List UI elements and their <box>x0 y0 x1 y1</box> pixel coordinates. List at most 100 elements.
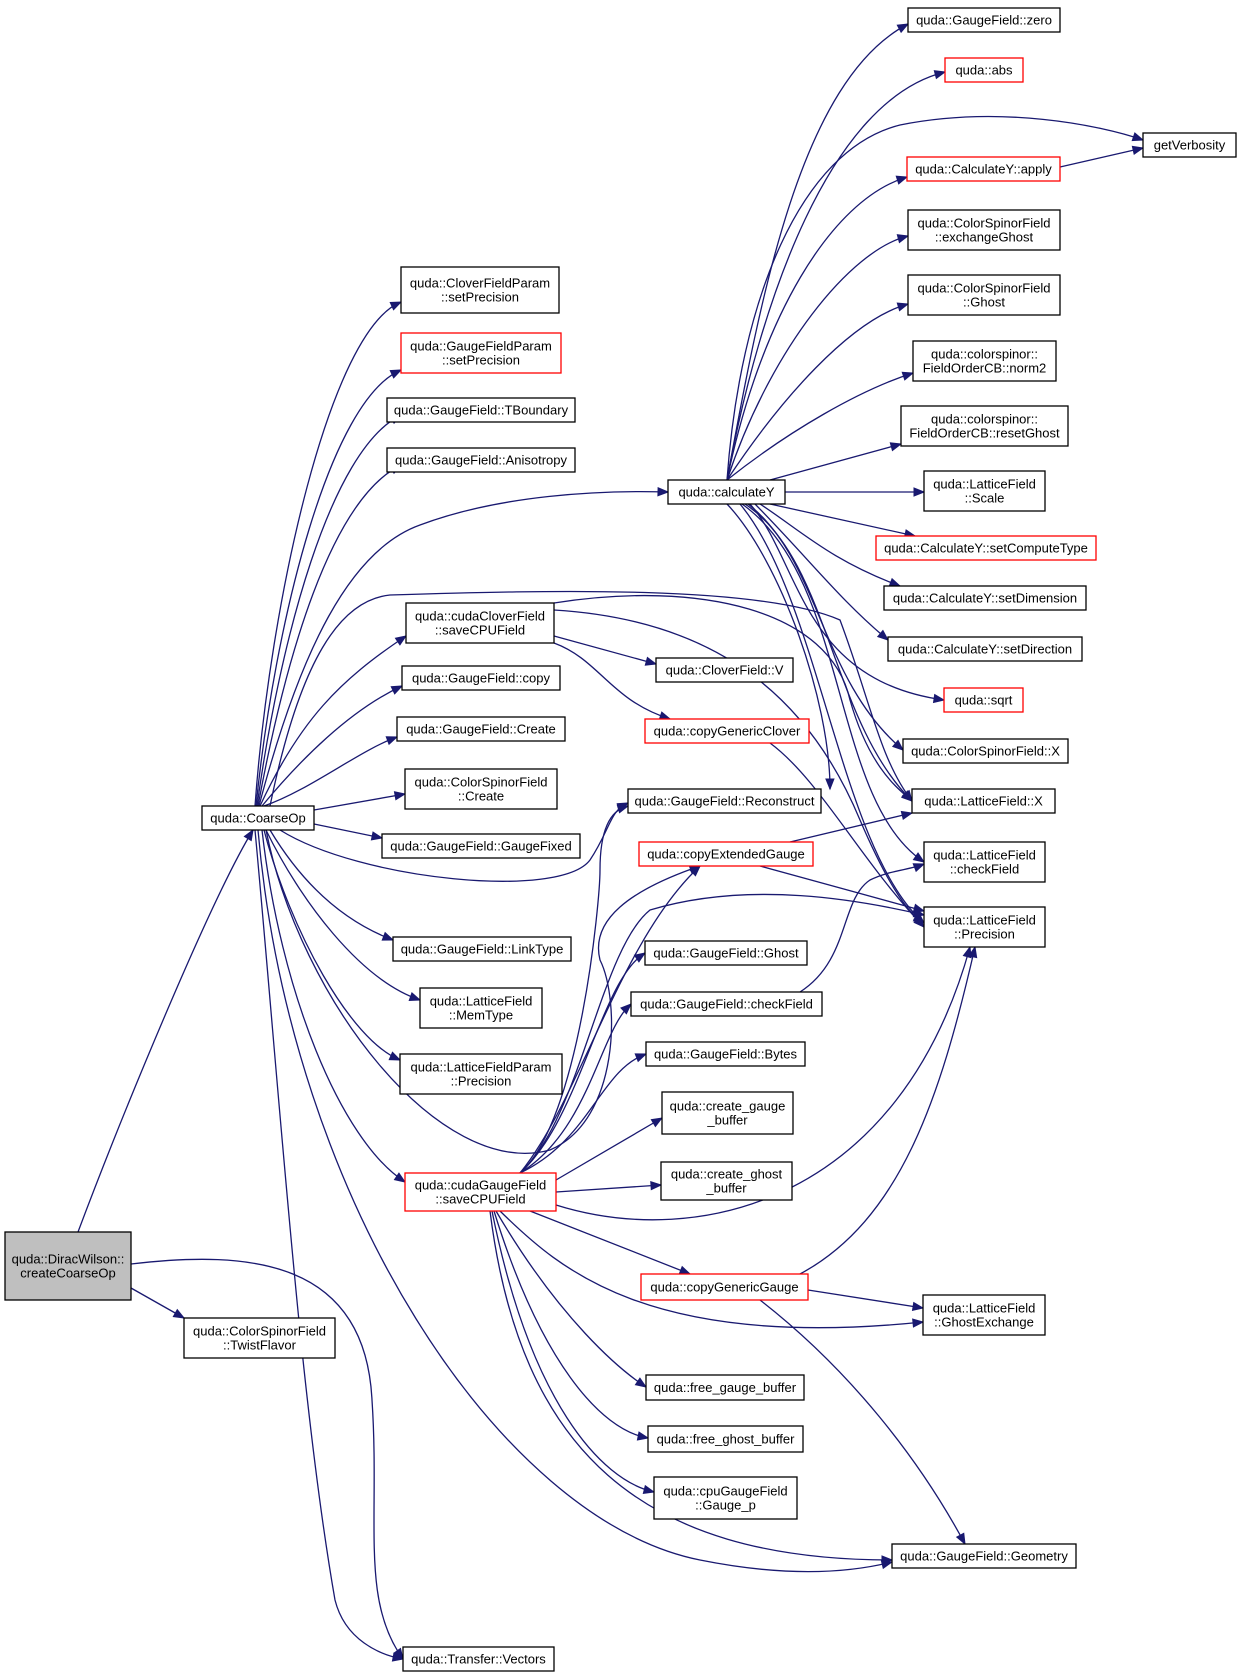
node-box <box>640 1273 809 1301</box>
node-box <box>1142 132 1237 158</box>
arrowhead <box>689 865 701 877</box>
arrowhead <box>393 791 407 801</box>
node-copyextendedgauge[interactable]: quda::copyExtendedGauge <box>638 841 814 867</box>
edge-line <box>759 865 925 912</box>
arrowhead <box>912 908 926 918</box>
node-anisotropy[interactable]: quda::GaugeField::Anisotropy <box>386 447 576 473</box>
edge-line <box>269 829 394 941</box>
node-cpugauge-gauge-p[interactable]: quda::cpuGaugeField::Gauge_p <box>653 1476 798 1520</box>
node-cloverfield-v[interactable]: quda::CloverField::V <box>655 657 794 683</box>
node-focb-norm2[interactable]: quda::colorspinor::FieldOrderCB::norm2 <box>912 340 1057 382</box>
node-twistflavor[interactable]: quda::ColorSpinorField::TwistFlavor <box>183 1317 336 1359</box>
node-lf-precision[interactable]: quda::LatticeField::Precision <box>923 906 1046 948</box>
node-sqrt[interactable]: quda::sqrt <box>943 687 1024 713</box>
node-csf-exchangeghost[interactable]: quda::ColorSpinorField::exchangeGhost <box>907 209 1061 251</box>
node-copygenericclover[interactable]: quda::copyGenericClover <box>644 718 810 744</box>
node-clover-setprec[interactable]: quda::CloverFieldParam::setPrecision <box>400 266 560 314</box>
node-create-gauge-buffer[interactable]: quda::create_gauge_buffer <box>661 1091 794 1135</box>
node-label: ::MemType <box>449 1008 513 1023</box>
node-label: quda::GaugeField::Reconstruct <box>635 794 815 809</box>
node-free-gauge-buffer[interactable]: quda::free_gauge_buffer <box>645 1374 805 1401</box>
node-csf-ghost[interactable]: quda::ColorSpinorField::Ghost <box>907 274 1061 316</box>
node-calculatey[interactable]: quda::calculateY <box>667 479 786 505</box>
node-cudagauge-save[interactable]: quda::cudaGaugeField::saveCPUField <box>404 1172 557 1212</box>
node-cy-setcomputetype[interactable]: quda::CalculateY::setComputeType <box>875 535 1097 561</box>
edge-copygenericgauge-to-gf_geometry <box>759 1299 966 1546</box>
node-box <box>404 768 558 810</box>
node-gf-linktype[interactable]: quda::GaugeField::LinkType <box>392 936 572 962</box>
edge-cudaclover_save-to-lf_x <box>553 594 914 802</box>
node-abs[interactable]: quda::abs <box>944 57 1024 83</box>
node-diracwilson[interactable]: quda::DiracWilson::createCoarseOp <box>4 1231 132 1301</box>
node-label: quda::GaugeField::zero <box>916 13 1052 28</box>
edge-copyextendedgauge-to-lf_x <box>789 810 914 843</box>
node-gf-bytes[interactable]: quda::GaugeField::Bytes <box>645 1041 806 1067</box>
edge-line <box>519 893 925 1174</box>
edge-line <box>807 1289 924 1309</box>
node-label: ::GhostExchange <box>934 1315 1034 1330</box>
node-coarseop[interactable]: quda::CoarseOp <box>201 805 315 831</box>
node-getverbosity[interactable]: getVerbosity <box>1142 132 1237 158</box>
arrowhead <box>825 778 835 791</box>
node-label: quda::GaugeField::Geometry <box>900 1549 1068 1564</box>
node-gf-reconstruct[interactable]: quda::GaugeField::Reconstruct <box>627 788 822 814</box>
edge-coarseop-to-anisotropy <box>257 464 403 807</box>
arrowhead <box>393 1172 407 1183</box>
node-gf-gaugefixed[interactable]: quda::GaugeField::GaugeFixed <box>381 833 581 859</box>
node-tboundary[interactable]: quda::GaugeField::TBoundary <box>386 397 576 423</box>
node-csf-create[interactable]: quda::ColorSpinorField::Create <box>404 768 558 810</box>
node-cy-apply[interactable]: quda::CalculateY::apply <box>906 156 1061 182</box>
node-lf-checkfield[interactable]: quda::LatticeField::checkField <box>923 841 1046 883</box>
arrowhead <box>388 1051 402 1061</box>
node-copygenericgauge[interactable]: quda::copyGenericGauge <box>640 1273 809 1301</box>
edge-cudaclover_save-to-cloverfield_v <box>553 635 658 666</box>
node-label: createCoarseOp <box>20 1266 115 1281</box>
arrowhead <box>933 70 947 80</box>
node-gf-create[interactable]: quda::GaugeField::Create <box>396 716 566 742</box>
node-label: ::setPrecision <box>442 353 520 368</box>
arrowhead <box>642 1484 656 1495</box>
node-label: ::Scale <box>965 491 1005 506</box>
node-gf-zero[interactable]: quda::GaugeField::zero <box>907 7 1061 33</box>
node-transfer-vectors[interactable]: quda::Transfer::Vectors <box>402 1646 555 1672</box>
node-create-ghost-buffer[interactable]: quda::create_ghost_buffer <box>660 1161 793 1201</box>
node-focb-resetghost[interactable]: quda::colorspinor::FieldOrderCB::resetGh… <box>900 405 1069 447</box>
edge-calculatey-to-cy_setdirection <box>754 503 890 641</box>
edge-cudagauge_save-to-gf_checkfield <box>519 1003 632 1174</box>
node-cy-setdimension[interactable]: quda::CalculateY::setDimension <box>883 585 1087 611</box>
node-lf-memtype[interactable]: quda::LatticeField::MemType <box>419 987 543 1029</box>
node-label: quda::ColorSpinorField <box>918 281 1051 296</box>
node-cudaclover-save[interactable]: quda::cudaCloverField::saveCPUField <box>405 602 555 644</box>
edge-line <box>1059 147 1144 168</box>
node-box <box>911 788 1056 814</box>
node-gf-copy[interactable]: quda::GaugeField::copy <box>401 665 561 691</box>
node-box <box>400 266 560 314</box>
node-csf-x[interactable]: quda::ColorSpinorField::X <box>902 738 1069 764</box>
node-lfparam-prec[interactable]: quda::LatticeFieldParam::Precision <box>399 1053 563 1095</box>
edge-line <box>261 685 403 807</box>
node-lf-ghostexchange[interactable]: quda::LatticeField::GhostExchange <box>922 1294 1046 1336</box>
node-cy-setdirection[interactable]: quda::CalculateY::setDirection <box>887 636 1083 662</box>
edge-coarseop-to-lf_memtype <box>265 829 422 1001</box>
node-gf-ghost[interactable]: quda::GaugeField::Ghost <box>644 940 808 966</box>
edge-line <box>741 503 925 863</box>
node-box <box>400 332 562 374</box>
node-box <box>661 1091 794 1135</box>
edge-line <box>789 812 913 843</box>
arrowhead <box>636 1431 650 1441</box>
edge-coarseop-to-clover_setprec <box>254 301 403 807</box>
node-lf-x[interactable]: quda::LatticeField::X <box>911 788 1056 814</box>
node-box <box>644 718 810 744</box>
node-free-ghost-buffer[interactable]: quda::free_ghost_buffer <box>647 1425 804 1453</box>
edge-coarseop-to-gf_gaugefixed <box>313 823 384 841</box>
edge-calculatey-to-focb_norm2 <box>726 371 915 481</box>
node-label: ::saveCPUField <box>435 1192 525 1207</box>
node-box <box>386 397 576 423</box>
node-lf-scale[interactable]: quda::LatticeField::Scale <box>923 470 1046 512</box>
node-gf-checkfield[interactable]: quda::GaugeField::checkField <box>630 991 823 1017</box>
node-gf-geometry[interactable]: quda::GaugeField::Geometry <box>891 1543 1077 1569</box>
arrowhead <box>408 992 422 1001</box>
edge-calculatey-to-sqrt <box>749 503 946 704</box>
node-gauge-setprec[interactable]: quda::GaugeFieldParam::setPrecision <box>400 332 562 374</box>
edge-line <box>489 1210 893 1561</box>
